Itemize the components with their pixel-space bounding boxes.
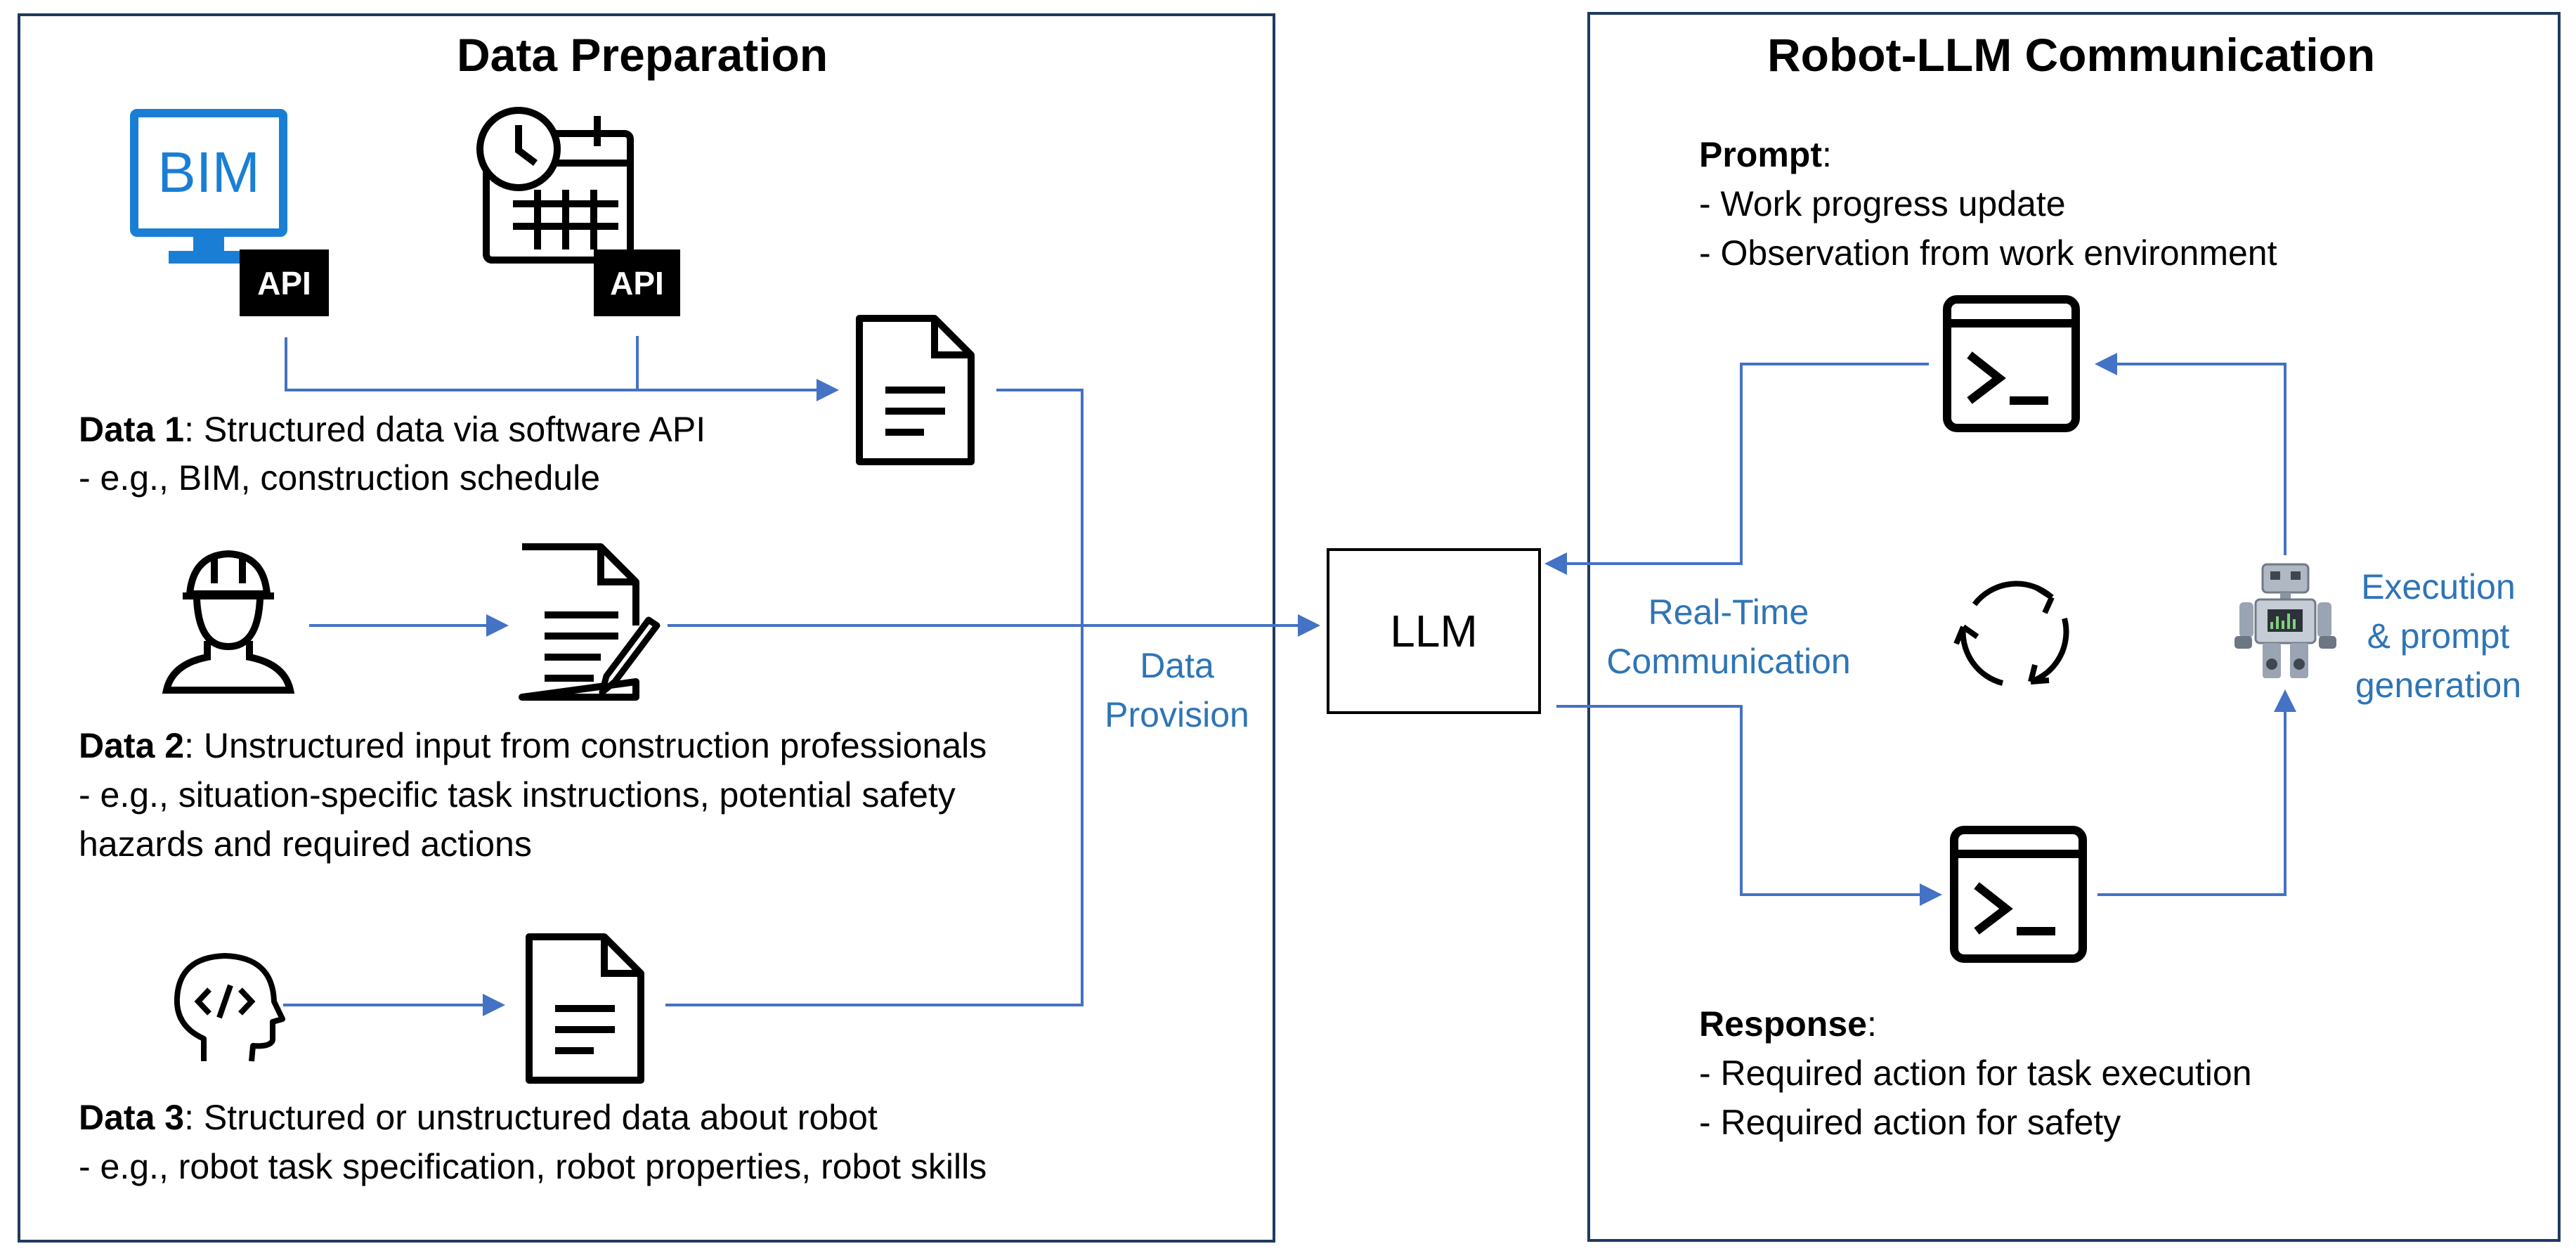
document-icon <box>856 315 975 465</box>
prompt-heading: Prompt <box>1699 135 1822 174</box>
execution-label-line1: Execution <box>2361 567 2516 607</box>
terminal-icon-prompt <box>1943 295 2080 432</box>
data1-provision-connector <box>996 389 1084 625</box>
api-badge-bim: API <box>240 249 329 316</box>
document-pen-icon <box>519 543 661 701</box>
bim-api-connector <box>285 337 839 401</box>
monitor-bim-icon: BIM <box>130 109 287 264</box>
data1-example: - e.g., BIM, construction schedule <box>79 458 601 498</box>
execution-label-line2: & prompt <box>2367 616 2510 656</box>
document-icon-data3 <box>526 933 644 1084</box>
data3-heading-line: Data 3: Structured or unstructured data … <box>79 1093 878 1142</box>
prompt-to-llm-arrow <box>1544 363 1929 575</box>
data2-heading: Data 2 <box>79 726 185 765</box>
data3-provision-connector <box>665 625 1084 1006</box>
response-heading-line: Response: <box>1699 999 1877 1049</box>
data1-heading: Data 1 <box>79 410 185 449</box>
llm-to-response-arrow <box>1556 705 1942 906</box>
response-colon: : <box>1866 1004 1877 1044</box>
prompt-heading-line: Prompt: <box>1699 130 1832 179</box>
terminal-icon-response <box>1950 826 2087 963</box>
robot-icon <box>2235 563 2336 678</box>
code-head-icon <box>174 953 285 1062</box>
data3-description: : Structured or unstructured data about … <box>184 1098 878 1137</box>
data1-description: : Structured data via software API <box>184 410 706 449</box>
data2-example-line2: hazards and required actions <box>79 824 532 864</box>
data2-description: : Unstructured input from construction p… <box>184 726 987 765</box>
llm-label: LLM <box>1390 606 1478 656</box>
response-to-robot-arrow <box>2097 689 2296 896</box>
api-badge-schedule: API <box>594 249 680 316</box>
llm-box: LLM <box>1327 548 1541 714</box>
robot-llm-communication-panel <box>1587 12 2561 1242</box>
data2-example-line1: - e.g., situation-specific task instruct… <box>79 775 956 815</box>
data-provision-label-line1: Data <box>1140 646 1214 685</box>
data-preparation-title: Data Preparation <box>457 29 828 81</box>
response-heading: Response <box>1699 1004 1867 1044</box>
data3-heading: Data 3 <box>79 1098 185 1137</box>
response-item-2: - Required action for safety <box>1699 1103 2121 1142</box>
robot-llm-communication-title: Robot-LLM Communication <box>1767 29 2376 81</box>
prompt-item-1: - Work progress update <box>1699 184 2066 223</box>
data-provision-label-line2: Provision <box>1105 695 1249 734</box>
cycle-icon <box>1953 581 2069 686</box>
worker-helmet-icon <box>162 550 295 694</box>
data2-heading-line: Data 2: Unstructured input from construc… <box>79 721 987 770</box>
data3-example: - e.g., robot task specification, robot … <box>79 1147 987 1186</box>
robot-to-prompt-arrow <box>2095 353 2286 555</box>
realtime-label-line2: Communication <box>1606 642 1851 681</box>
prompt-item-2: - Observation from work environment <box>1699 233 2277 273</box>
execution-label-line3: generation <box>2355 666 2522 705</box>
bim-label: BIM <box>157 141 260 205</box>
realtime-label-line1: Real-Time <box>1648 592 1809 632</box>
data1-heading-line: Data 1: Structured data via software API <box>79 405 705 454</box>
response-item-1: - Required action for task execution <box>1699 1053 2252 1093</box>
prompt-colon: : <box>1822 135 1832 174</box>
calendar-clock-icon <box>476 107 634 264</box>
